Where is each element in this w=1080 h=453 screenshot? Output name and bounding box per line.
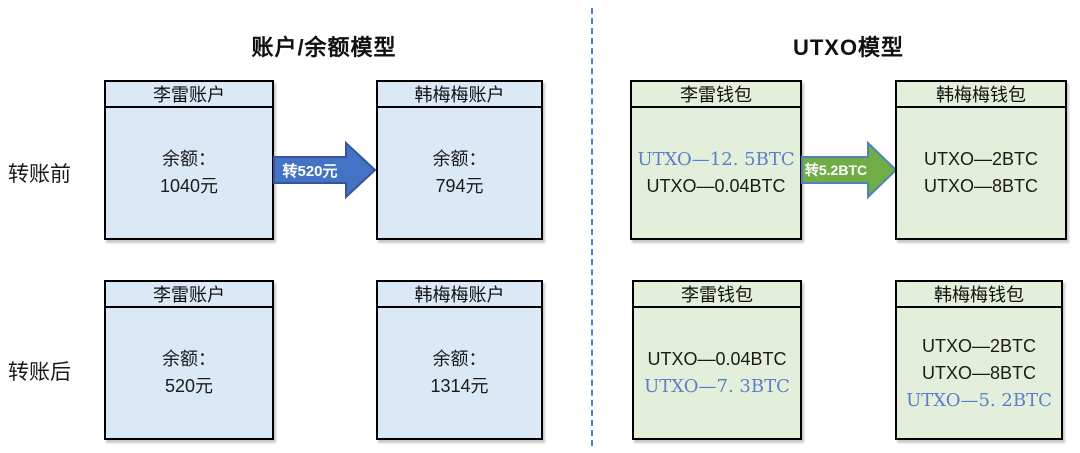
panel-divider-dashed-line — [591, 8, 593, 446]
utxo-entry: UTXO—0.04BTC — [647, 349, 787, 369]
balance-label: 余额： — [432, 349, 487, 369]
account-box-header: 韩梅梅账户 — [378, 282, 541, 308]
utxo-box-hanmeimei-after: 韩梅梅钱包 UTXO—2BTC UTXO—8BTC UTXO—5. 2BTC — [895, 280, 1063, 440]
account-box-lilei-before: 李雷账户 余额： 1040元 — [104, 80, 274, 240]
account-box-header: 李雷账户 — [106, 282, 272, 308]
balance-value: 794元 — [435, 176, 484, 196]
account-box-body: 余额： 520元 — [106, 308, 272, 438]
account-model-title: 账户/余额模型 — [251, 35, 397, 60]
account-box-body: 余额： 1040元 — [106, 108, 272, 238]
account-box-header: 韩梅梅账户 — [378, 82, 541, 108]
account-box-hanmeimei-after: 韩梅梅账户 余额： 1314元 — [376, 280, 543, 440]
wallet-box-body: UTXO—2BTC UTXO—8BTC UTXO—5. 2BTC — [897, 308, 1061, 438]
balance-value: 1040元 — [159, 176, 219, 196]
utxo-entry: UTXO—2BTC — [921, 335, 1036, 356]
wallet-box-header: 韩梅梅钱包 — [897, 82, 1065, 108]
account-box-body: 余额： 794元 — [378, 108, 541, 238]
row-label-after-transfer: 转账后 — [8, 361, 71, 384]
transfer-arrow-blue: 转520元 — [273, 140, 377, 200]
wallet-box-header: 李雷钱包 — [632, 82, 800, 108]
utxo-box-hanmeimei-before: 韩梅梅钱包 UTXO—2BTC UTXO—8BTC — [895, 80, 1067, 240]
transfer-arrow-label: 转520元 — [282, 162, 337, 180]
balance-label: 余额： — [162, 149, 216, 169]
wallet-box-body: UTXO—2BTC UTXO—8BTC — [897, 108, 1065, 238]
balance-label: 余额： — [432, 149, 487, 169]
wallet-box-header: 韩梅梅钱包 — [897, 282, 1061, 308]
utxo-box-lilei-before: 李雷钱包 UTXO—12. 5BTC UTXO—0.04BTC — [630, 80, 802, 240]
account-box-lilei-after: 李雷账户 余额： 520元 — [104, 280, 274, 440]
utxo-entry: UTXO—8BTC — [921, 362, 1036, 383]
arrow-shape — [273, 140, 377, 200]
wallet-box-header: 李雷钱包 — [634, 282, 800, 308]
utxo-box-lilei-after: 李雷钱包 UTXO—0.04BTC UTXO—7. 3BTC — [632, 280, 802, 440]
utxo-model-title: UTXO模型 — [792, 35, 905, 60]
balance-value: 520元 — [164, 376, 214, 396]
account-box-hanmeimei-before: 韩梅梅账户 余额： 794元 — [376, 80, 543, 240]
account-box-body: 余额： 1314元 — [378, 308, 541, 438]
utxo-entry: UTXO—8BTC — [923, 176, 1038, 196]
utxo-entry: UTXO—0.04BTC — [646, 176, 786, 196]
utxo-entry-highlighted: UTXO—7. 3BTC — [644, 376, 790, 397]
account-box-header: 李雷账户 — [106, 82, 272, 108]
arrow-shape — [801, 140, 898, 200]
wallet-box-body: UTXO—0.04BTC UTXO—7. 3BTC — [634, 308, 800, 438]
row-label-before-transfer: 转账前 — [8, 163, 71, 186]
balance-value: 1314元 — [430, 376, 489, 396]
transfer-arrow-label: 转5.2BTC — [805, 162, 867, 178]
utxo-entry: UTXO—2BTC — [923, 149, 1038, 169]
utxo-entry-highlighted: UTXO—5. 2BTC — [906, 389, 1052, 411]
utxo-entry-highlighted: UTXO—12. 5BTC — [637, 149, 795, 170]
wallet-box-body: UTXO—12. 5BTC UTXO—0.04BTC — [632, 108, 800, 238]
transfer-arrow-green: 转5.2BTC — [801, 140, 898, 200]
balance-label: 余额： — [162, 349, 216, 369]
